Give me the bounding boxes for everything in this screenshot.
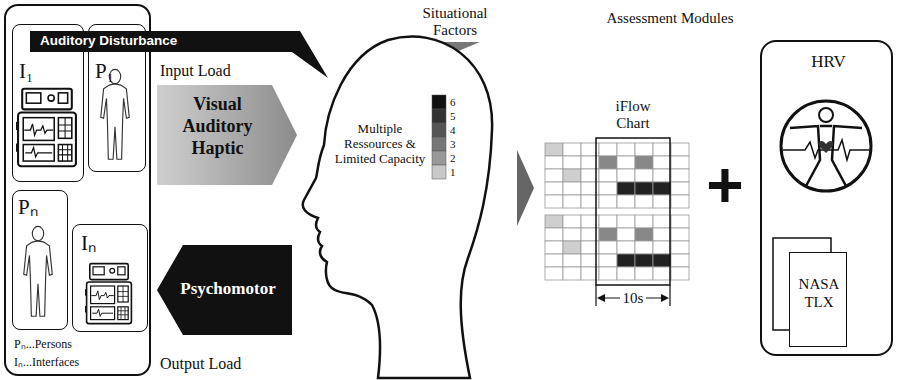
scale-number: 4	[450, 123, 464, 137]
node-text: Visual Auditory Haptic	[165, 93, 270, 159]
node-text: Multiple Ressources & Limited Capacity	[332, 122, 428, 167]
node-text: Psychomotor	[166, 279, 290, 299]
scale-number: 1	[450, 165, 464, 179]
chart-title: iFlow Chart	[598, 98, 668, 132]
node-text: I₁	[19, 59, 59, 83]
scale-number: 5	[450, 109, 464, 123]
output-arrow: PsychomotorOutput Load	[157, 245, 292, 378]
scale-number: 3	[450, 137, 464, 151]
duration-label: 10s	[620, 290, 646, 306]
interface-box: Iₙ	[72, 224, 148, 332]
head-outline: Multiple Ressources & Limited Capacity	[300, 30, 495, 378]
section-title: Assessment Modules	[590, 10, 750, 27]
source-panel: Pₙ...PersonsIₙ...Interfaces I₁ P₁ PₙIₙ	[4, 4, 151, 376]
node-text: Pₙ	[18, 195, 58, 219]
node-text: Input Load	[160, 62, 290, 80]
document-page: NASA TLX	[789, 252, 847, 347]
node-text: Pₙ...Persons	[14, 338, 148, 352]
scale-number: 6	[450, 95, 464, 109]
node-text: Auditory Disturbance	[40, 33, 240, 49]
scale-number: 2	[450, 151, 464, 165]
assessment-panel: HRV NASA TLX	[760, 40, 893, 356]
factor-label: Situational Factors	[400, 5, 510, 40]
node-text: Output Load	[160, 355, 290, 373]
plus-sign: +	[700, 150, 750, 220]
node-text: Iₙ...Interfaces	[14, 356, 148, 370]
node-text: NASA TLX	[793, 275, 845, 311]
node-text: Iₙ	[81, 231, 121, 255]
node-text: P₁	[95, 59, 135, 83]
disturbance-band: Auditory Disturbance	[30, 31, 292, 52]
input-arrow: Input LoadVisual Auditory Haptic	[157, 60, 297, 185]
node-text: HRV	[762, 52, 895, 72]
person-box: Pₙ	[12, 190, 68, 330]
